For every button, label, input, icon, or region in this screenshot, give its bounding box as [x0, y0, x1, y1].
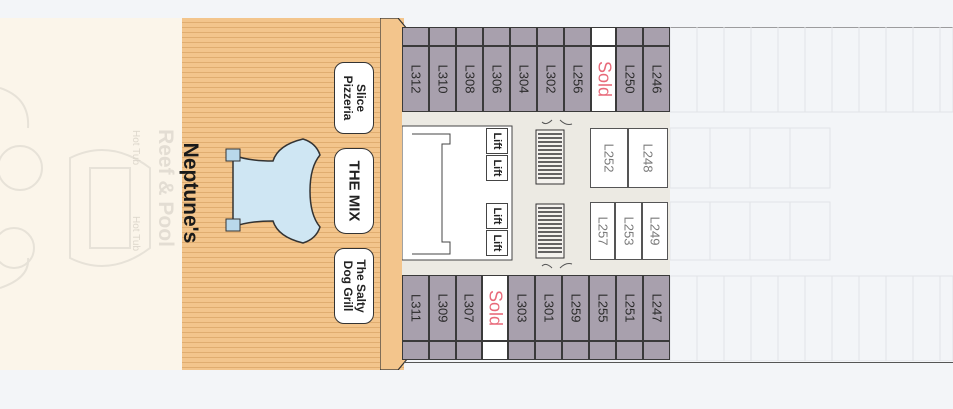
cabin-top[interactable]: L302	[537, 46, 564, 112]
slice-pizzeria-label-2: Pizzeria	[341, 75, 355, 121]
cabin-bottom[interactable]: L247	[643, 275, 670, 341]
bottom-strip-2	[429, 341, 456, 360]
top-strip-3	[456, 27, 483, 46]
top-strip-4	[483, 27, 510, 46]
cabin-top[interactable]: L312	[402, 46, 429, 112]
lift-3: Lift	[486, 203, 508, 229]
bottom-strip-1	[402, 341, 429, 360]
bottom-strip-10	[643, 341, 670, 360]
cabin-top[interactable]: L306	[483, 46, 510, 112]
cabin-inner[interactable]: L252	[590, 128, 628, 188]
top-strip-5	[510, 27, 537, 46]
hot-tub-label-top: Hot Tub	[130, 129, 142, 166]
cabin-top-sold[interactable]: Sold	[591, 46, 616, 112]
salty-dog-grill-label-1: The Salty	[354, 259, 368, 313]
bottom-strip-3	[456, 341, 482, 360]
cabin-top[interactable]: L250	[616, 46, 643, 112]
cabin-inner[interactable]: L253	[615, 202, 642, 260]
cabin-bottom[interactable]: L255	[589, 275, 616, 341]
salty-dog-grill[interactable]: The Salty Dog Grill	[334, 248, 374, 324]
top-strip-9	[616, 27, 643, 46]
top-strip-7	[564, 27, 591, 46]
pool-title: Neptune's	[179, 142, 202, 244]
top-strip-10	[643, 27, 670, 46]
top-strip-1	[402, 27, 429, 46]
cabin-top[interactable]: L246	[643, 46, 670, 112]
pool	[225, 138, 321, 244]
cabin-bottom[interactable]: L301	[535, 275, 562, 341]
deck-edge	[380, 18, 408, 370]
top-strip-6	[537, 27, 564, 46]
cabin-bottom[interactable]: L307	[456, 275, 482, 341]
top-strip-8	[591, 27, 616, 46]
aft-deck-area	[0, 18, 185, 370]
cabin-top[interactable]: L304	[510, 46, 537, 112]
cabin-top[interactable]: L308	[456, 46, 483, 112]
cabin-inner[interactable]: L257	[590, 202, 615, 260]
cabin-bottom[interactable]: L259	[562, 275, 589, 341]
salty-dog-grill-label-2: Dog Grill	[341, 260, 355, 312]
faded-cabin-grid	[670, 27, 953, 361]
bottom-strip-5	[508, 341, 535, 360]
cabin-inner[interactable]: L249	[642, 202, 668, 260]
cabin-bottom[interactable]: L311	[402, 275, 429, 341]
slice-pizzeria[interactable]: Slice Pizzeria	[334, 62, 374, 134]
top-strip-2	[429, 27, 456, 46]
slice-pizzeria-label-1: Slice	[354, 83, 368, 113]
cabin-inner[interactable]: L248	[628, 128, 668, 188]
hot-tub-label-bottom: Hot Tub	[130, 215, 142, 252]
bottom-strip-8	[589, 341, 616, 360]
cabin-bottom[interactable]: L303	[508, 275, 535, 341]
cabin-top[interactable]: L256	[564, 46, 591, 112]
lift-2: Lift	[486, 155, 508, 181]
lift-4: Lift	[486, 230, 508, 256]
bottom-strip-9	[616, 341, 643, 360]
the-mix-label: THE MIX	[345, 160, 363, 222]
cabin-top[interactable]: L310	[429, 46, 456, 112]
cabin-bottom[interactable]: L309	[429, 275, 456, 341]
cabin-bottom-sold[interactable]: Sold	[482, 275, 508, 341]
aft-deck-decoration	[0, 87, 151, 289]
bottom-strip-7	[562, 341, 589, 360]
lift-1: Lift	[486, 128, 508, 154]
bottom-strip-4	[482, 341, 508, 360]
the-mix[interactable]: THE MIX	[334, 148, 374, 234]
bottom-strip-6	[535, 341, 562, 360]
cabin-bottom[interactable]: L251	[616, 275, 643, 341]
